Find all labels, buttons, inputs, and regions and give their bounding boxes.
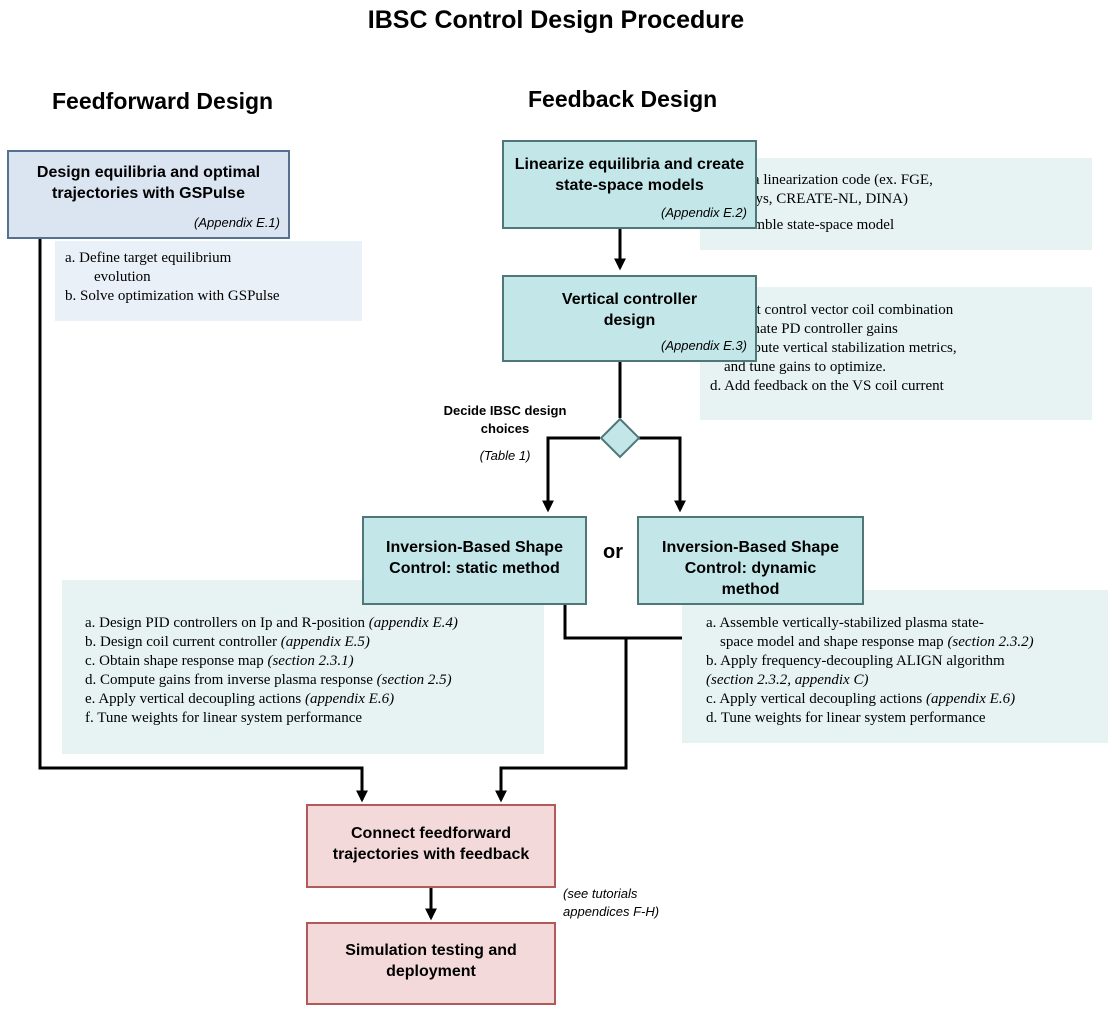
dynamic-method-label: Inversion-Based Shape Control: dynamic m… bbox=[662, 539, 839, 598]
static-step: a. Design PID controllers on Ip and R-po… bbox=[85, 615, 458, 631]
diagram-title: IBSC Control Design Procedure bbox=[367, 6, 745, 34]
static-method-steps: a. Design PID controllers on Ip and R-po… bbox=[62, 580, 544, 754]
static-step: b. Design coil current controller (appen… bbox=[85, 634, 370, 650]
design-equilibria-box: Design equilibria and optimal trajectori… bbox=[7, 150, 290, 239]
linearize-step: b. Assemble state-space model bbox=[710, 217, 895, 233]
vertical-step: d. Add feedback on the VS coil current bbox=[710, 378, 944, 394]
tutorials-note: (see tutorials appendices F-H) bbox=[563, 886, 660, 919]
linearize-label: Linearize equilibria and create state-sp… bbox=[514, 156, 745, 194]
static-step: d. Compute gains from inverse plasma res… bbox=[85, 672, 452, 688]
dynamic-method-steps: a. Assemble vertically-stabilized plasma… bbox=[682, 590, 1108, 743]
static-step: f. Tune weights for linear system perfor… bbox=[85, 710, 363, 726]
feedforward-heading: Feedforward Design bbox=[52, 88, 274, 114]
dynamic-step: c. Apply vertical decoupling actions (ap… bbox=[706, 691, 1016, 707]
methods-to-connect-arrow bbox=[495, 638, 628, 803]
decision-label: Decide IBSC design choices bbox=[443, 403, 567, 436]
vertical-controller-label: Vertical controller design bbox=[561, 291, 698, 329]
dynamic-step: b. Apply frequency-decoupling ALIGN algo… bbox=[706, 653, 1005, 669]
feedforward-step: a. Define target equilibrium bbox=[65, 250, 232, 266]
design-equilibria-label: Design equilibria and optimal trajectori… bbox=[36, 164, 261, 202]
linearize-ref: (Appendix E.2) bbox=[661, 205, 747, 220]
vertical-step: c. Compute vertical stabilization metric… bbox=[710, 340, 957, 356]
feedforward-step: b. Solve optimization with GSPulse bbox=[65, 288, 280, 304]
decision-ref: (Table 1) bbox=[479, 448, 531, 463]
design-equilibria-ref: (Appendix E.1) bbox=[194, 215, 280, 230]
static-step: c. Obtain shape response map (section 2.… bbox=[85, 653, 354, 669]
decision-to-static-arrow bbox=[542, 436, 600, 513]
linearize-step: TokSys, CREATE-NL, DINA) bbox=[724, 191, 908, 207]
decision-to-dynamic-arrow bbox=[639, 436, 686, 513]
static-method-label: Inversion-Based Shape Control: static me… bbox=[386, 539, 563, 577]
simulation-box: Simulation testing and deployment bbox=[306, 922, 556, 1005]
dynamic-step: a. Assemble vertically-stabilized plasma… bbox=[706, 615, 984, 631]
decision-diamond bbox=[599, 417, 641, 459]
or-label: or bbox=[603, 541, 623, 563]
dynamic-step: d. Tune weights for linear system perfor… bbox=[706, 710, 986, 726]
feedforward-steps: a. Define target equilibrium evolution b… bbox=[55, 241, 362, 321]
vertical-controller-ref: (Appendix E.3) bbox=[661, 338, 747, 353]
feedforward-to-connect-arrow bbox=[38, 239, 368, 803]
linearize-step: a. Run a linearization code (ex. FGE, bbox=[710, 172, 933, 188]
static-step: e. Apply vertical decoupling actions (ap… bbox=[85, 691, 395, 707]
vertical-step: a. Select control vector coil combinatio… bbox=[710, 302, 954, 318]
dynamic-step: space model and shape response map (sect… bbox=[720, 634, 1034, 650]
linearize-steps: a. Run a linearization code (ex. FGE, To… bbox=[700, 158, 1092, 250]
static-method-box: Inversion-Based Shape Control: static me… bbox=[362, 516, 587, 605]
vertical-step: and tune gains to optimize. bbox=[724, 359, 887, 375]
methods-join-line bbox=[563, 605, 690, 640]
vertical-steps: a. Select control vector coil combinatio… bbox=[700, 287, 1092, 420]
connect-feedforward-label: Connect feedforward trajectories with fe… bbox=[332, 825, 530, 863]
linearize-box: Linearize equilibria and create state-sp… bbox=[502, 140, 757, 229]
vertical-controller-box: Vertical controller design (Appendix E.3… bbox=[502, 275, 757, 362]
vertical-step: b. Estimate PD controller gains bbox=[710, 321, 898, 337]
feedforward-step: evolution bbox=[94, 269, 151, 285]
dynamic-step: (section 2.3.2, appendix C) bbox=[706, 672, 869, 688]
feedback-heading: Feedback Design bbox=[528, 86, 718, 112]
dynamic-method-box: Inversion-Based Shape Control: dynamic m… bbox=[637, 516, 864, 605]
connect-feedforward-box: Connect feedforward trajectories with fe… bbox=[306, 804, 556, 888]
simulation-label: Simulation testing and deployment bbox=[345, 942, 517, 980]
